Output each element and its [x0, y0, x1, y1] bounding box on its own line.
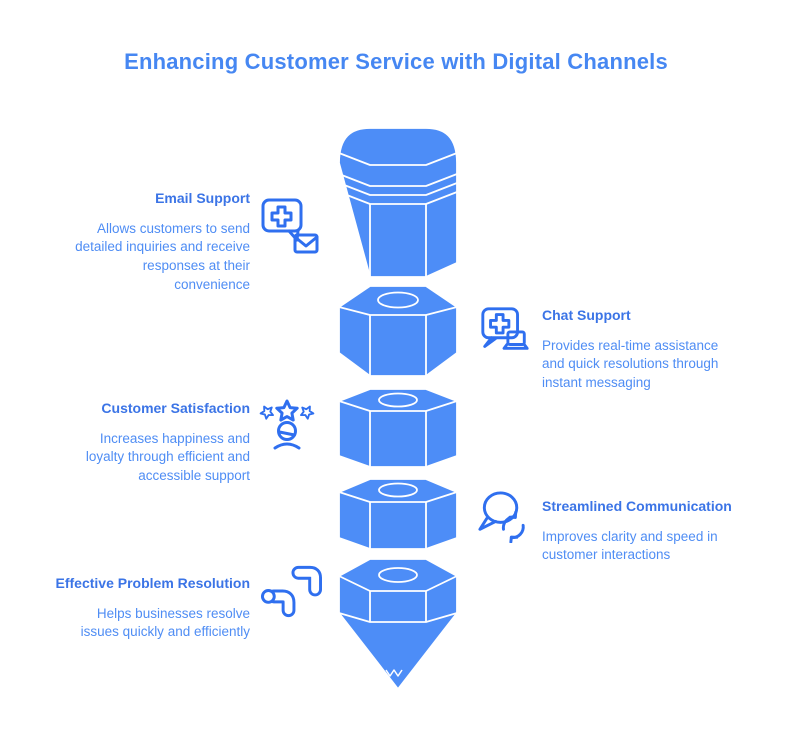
pencil-segment-1	[338, 127, 458, 278]
pencil-segment-3	[338, 388, 458, 468]
item-heading: Email Support	[155, 190, 250, 206]
item-heading: Effective Problem Resolution	[55, 575, 250, 591]
item-body: Provides real-time assistance and quick …	[542, 337, 719, 391]
pipe-connector-icon	[260, 565, 322, 618]
item-body: Allows customers to send detailed inquir…	[75, 220, 250, 293]
item-email-support: Email Support Allows customers to send d…	[75, 190, 250, 295]
item-heading: Streamlined Communication	[542, 498, 732, 514]
pencil-segment-2	[338, 285, 458, 377]
item-customer-satisfaction: Customer Satisfaction Increases happines…	[86, 400, 250, 486]
pencil-segment-5	[338, 558, 458, 690]
item-body: Helps businesses resolve issues quickly …	[80, 605, 250, 640]
item-body: Improves clarity and speed in customer i…	[542, 528, 718, 563]
item-body: Increases happiness and loyalty through …	[85, 430, 250, 484]
speech-bubble-refresh-icon	[478, 491, 525, 543]
item-streamlined-communication: Streamlined Communication Improves clari…	[542, 498, 732, 565]
item-heading: Customer Satisfaction	[101, 400, 250, 416]
chat-plus-envelope-icon	[261, 198, 319, 254]
page-title: Enhancing Customer Service with Digital …	[124, 49, 668, 74]
pencil-segment-4	[338, 478, 458, 550]
chat-plus-laptop-icon	[481, 307, 529, 350]
pencil-diagram	[338, 127, 458, 690]
pencil-tip-zigzag	[385, 669, 403, 677]
item-heading: Chat Support	[542, 307, 631, 323]
item-chat-support: Chat Support Provides real-time assistan…	[542, 307, 718, 393]
item-effective-problem-resolution: Effective Problem Resolution Helps busin…	[56, 575, 250, 642]
person-stars-icon	[258, 399, 316, 450]
